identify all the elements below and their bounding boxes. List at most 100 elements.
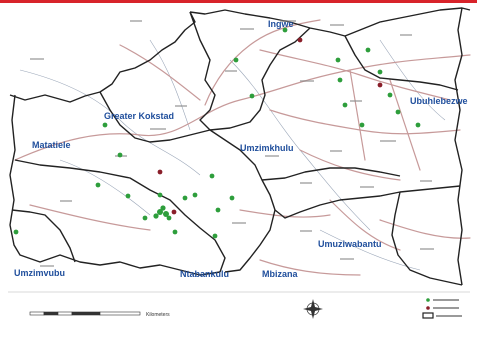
facility-marker bbox=[335, 57, 341, 63]
road bbox=[119, 44, 201, 101]
hospital-markers bbox=[157, 37, 383, 215]
hospital-marker bbox=[171, 209, 177, 215]
scale-segment bbox=[71, 311, 101, 316]
place-name bbox=[30, 58, 44, 60]
river bbox=[19, 69, 201, 176]
place-name bbox=[240, 28, 254, 30]
municipal-boundary bbox=[224, 209, 276, 273]
map-background bbox=[0, 3, 477, 337]
region-label-greater-kokstad: Greater Kokstad bbox=[104, 111, 174, 121]
place-name bbox=[400, 34, 412, 36]
facility-marker bbox=[387, 92, 393, 98]
facility-marker bbox=[342, 102, 348, 108]
road bbox=[329, 199, 401, 251]
place-name bbox=[300, 182, 312, 184]
facility-marker bbox=[102, 122, 108, 128]
scale-segment bbox=[29, 311, 45, 316]
facility-marker bbox=[157, 209, 163, 215]
place-name bbox=[175, 105, 187, 107]
region-label-ubuhlebezwe: Ubuhlebezwe bbox=[410, 96, 468, 106]
municipal-boundary bbox=[99, 91, 211, 143]
road bbox=[299, 149, 401, 181]
place-name bbox=[280, 20, 296, 22]
place-name bbox=[420, 180, 432, 182]
facility-marker bbox=[209, 173, 215, 179]
municipal-boundary bbox=[209, 27, 311, 131]
facility-marker bbox=[163, 211, 169, 217]
facility-marker bbox=[95, 182, 101, 188]
facility-marker bbox=[377, 69, 383, 75]
facility-marker bbox=[160, 205, 166, 211]
place-name bbox=[350, 100, 362, 102]
facility-marker bbox=[249, 93, 255, 99]
facility-marker bbox=[157, 192, 163, 198]
rivers bbox=[19, 39, 446, 271]
facility-marker bbox=[395, 109, 401, 115]
facility-marker bbox=[212, 233, 218, 239]
region-label-umuziwabantu: Umuziwabantu bbox=[318, 239, 382, 249]
district-boundary bbox=[9, 11, 196, 103]
north-arrow-icon bbox=[303, 299, 323, 319]
facility-markers bbox=[13, 27, 421, 239]
place-name bbox=[60, 200, 72, 202]
place-name bbox=[330, 150, 342, 152]
hospital-marker bbox=[297, 37, 303, 43]
facility-marker bbox=[233, 57, 239, 63]
place-name bbox=[232, 222, 246, 224]
facility-marker bbox=[192, 192, 198, 198]
municipal-boundary bbox=[189, 11, 216, 131]
municipal-boundary bbox=[344, 35, 459, 91]
facility-marker bbox=[415, 122, 421, 128]
district-boundary bbox=[9, 94, 221, 276]
road bbox=[204, 19, 321, 106]
facility-marker bbox=[182, 195, 188, 201]
hospital-marker bbox=[157, 169, 163, 175]
road bbox=[349, 69, 366, 161]
place-name bbox=[150, 128, 166, 130]
facility-marker bbox=[166, 215, 172, 221]
road bbox=[14, 54, 471, 161]
road bbox=[259, 49, 451, 101]
region-label-matatiele: Matatiele bbox=[32, 140, 71, 150]
scale-unit-label: Kilometers bbox=[146, 312, 170, 318]
municipal-boundary bbox=[11, 209, 76, 263]
town-cluster bbox=[153, 205, 172, 221]
place-name bbox=[340, 258, 354, 260]
region-label-mbizana: Mbizana bbox=[262, 269, 298, 279]
region-labels: Greater Kokstad Matatiele Umzimkhulu Ubu… bbox=[14, 19, 468, 279]
facility-marker bbox=[337, 77, 343, 83]
municipal-boundary bbox=[261, 167, 401, 181]
road bbox=[269, 109, 461, 135]
top-rule bbox=[0, 0, 477, 3]
place-name bbox=[360, 186, 374, 188]
region-label-umzimvubu: Umzimvubu bbox=[14, 268, 65, 278]
hospital-marker bbox=[377, 82, 383, 88]
north-arrow-needle bbox=[303, 306, 323, 312]
municipal-boundary bbox=[209, 129, 461, 219]
legend-entry-text bbox=[436, 315, 462, 317]
facility-marker bbox=[172, 229, 178, 235]
place-name bbox=[300, 80, 314, 82]
scale-segment bbox=[57, 311, 73, 316]
municipal-boundary bbox=[391, 191, 463, 286]
place-name bbox=[40, 265, 54, 267]
facility-marker bbox=[282, 27, 288, 33]
place-name bbox=[265, 155, 279, 157]
facility-marker bbox=[117, 152, 123, 158]
facility-marker bbox=[153, 213, 159, 219]
district-boundary bbox=[454, 7, 463, 286]
region-label-ntabankulu: Ntabankulu bbox=[180, 269, 229, 279]
place-name bbox=[130, 20, 142, 22]
facility-marker bbox=[125, 193, 131, 199]
legend-entry-text bbox=[433, 307, 459, 309]
river bbox=[59, 159, 151, 216]
place-name bbox=[380, 140, 396, 142]
river bbox=[149, 39, 191, 131]
facility-marker bbox=[365, 47, 371, 53]
facility-marker bbox=[229, 195, 235, 201]
road bbox=[389, 79, 421, 171]
region-label-umzimkhulu: Umzimkhulu bbox=[240, 143, 294, 153]
place-name bbox=[300, 230, 312, 232]
